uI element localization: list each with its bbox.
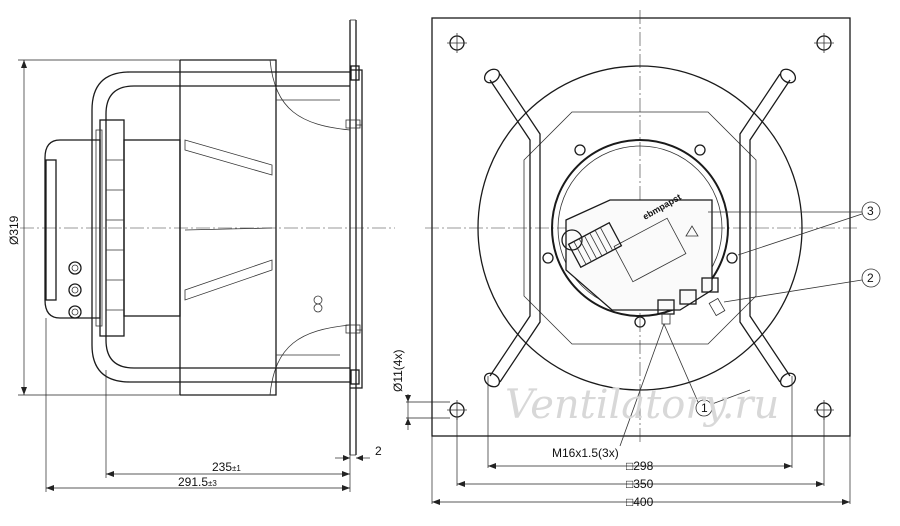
callout-3: 3: [867, 204, 874, 218]
depth-inner-label: 235±1: [212, 460, 241, 474]
mounting-hole: [447, 400, 467, 420]
square-350-label: □350: [626, 477, 654, 491]
cable-gland-label: M16x1.5(3x): [552, 446, 619, 460]
side-view: Ø319 235±1 291.5±3 2: [7, 19, 395, 492]
mounting-hole: [814, 33, 834, 53]
square-298-label: □298: [626, 459, 654, 473]
hole-label: Ø11(4x): [391, 350, 405, 392]
mounting-hole: [447, 33, 467, 53]
callout-1: 1: [701, 401, 708, 415]
diameter-label: Ø319: [7, 215, 21, 245]
front-view: ebmpapst 3 2 1 M16x1.5(3x): [391, 10, 881, 509]
square-400-label: □400: [626, 495, 654, 509]
cable-glands: [657, 277, 726, 325]
flange-thickness-label: 2: [375, 444, 382, 458]
watermark: Ventilatory.ru: [505, 382, 779, 428]
callout-2: 2: [867, 271, 874, 285]
depth-overall-label: 291.5±3: [178, 475, 217, 489]
mounting-hole: [814, 400, 834, 420]
